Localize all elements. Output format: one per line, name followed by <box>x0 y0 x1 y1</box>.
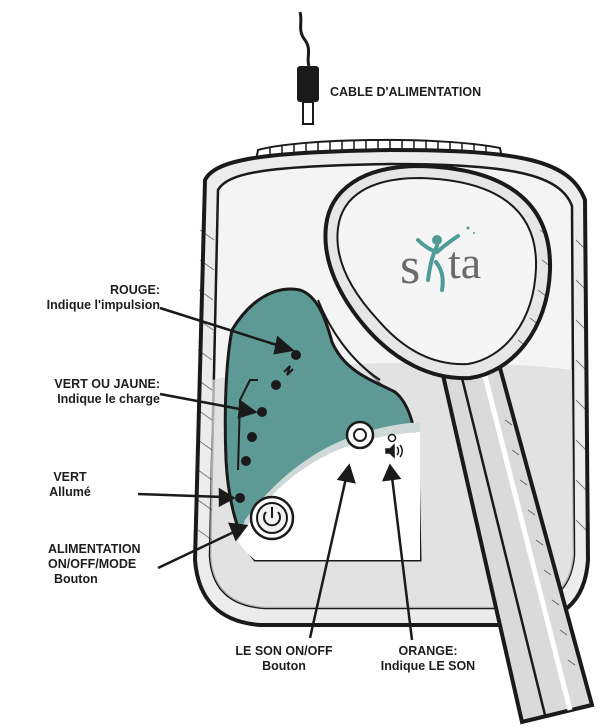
vert-jaune-label: VERT OU JAUNE: Indique le charge <box>20 377 160 407</box>
rouge-title: ROUGE: <box>20 283 160 298</box>
led-charge-3 <box>247 432 257 442</box>
logo-s: s <box>400 238 420 295</box>
logo-ta: ta <box>448 237 481 288</box>
orange-desc: Indique LE SON <box>362 659 494 674</box>
led-charge-4 <box>241 456 251 466</box>
vert-jaune-desc: Indique le charge <box>20 392 160 407</box>
alim-line2: ON/OFF/MODE <box>48 557 141 572</box>
alim-line1: ALIMENTATION <box>48 542 141 557</box>
led-charge-1 <box>271 380 281 390</box>
orange-title: ORANGE: <box>362 644 494 659</box>
sound-button[interactable] <box>347 422 373 448</box>
alim-line3: Bouton <box>48 572 141 587</box>
vert-label: VERT Allumé <box>40 470 100 500</box>
vert-jaune-title: VERT OU JAUNE: <box>20 377 160 392</box>
son-line2: Bouton <box>218 659 350 674</box>
son-label: LE SON ON/OFF Bouton <box>218 644 350 674</box>
vert-desc: Allumé <box>40 485 100 500</box>
power-cable <box>297 12 319 124</box>
orange-label: ORANGE: Indique LE SON <box>362 644 494 674</box>
rouge-label: ROUGE: Indique l'impulsion <box>20 283 160 313</box>
son-line1: LE SON ON/OFF <box>218 644 350 659</box>
rouge-desc: Indique l'impulsion <box>20 298 160 313</box>
vert-title: VERT <box>40 470 100 485</box>
alimentation-label: ALIMENTATION ON/OFF/MODE Bouton <box>48 542 141 587</box>
led-rouge <box>291 350 301 360</box>
led-charge-2 <box>257 407 267 417</box>
power-button[interactable] <box>251 497 293 539</box>
cable-label: CABLE D'ALIMENTATION <box>330 85 481 100</box>
led-vert <box>235 493 245 503</box>
